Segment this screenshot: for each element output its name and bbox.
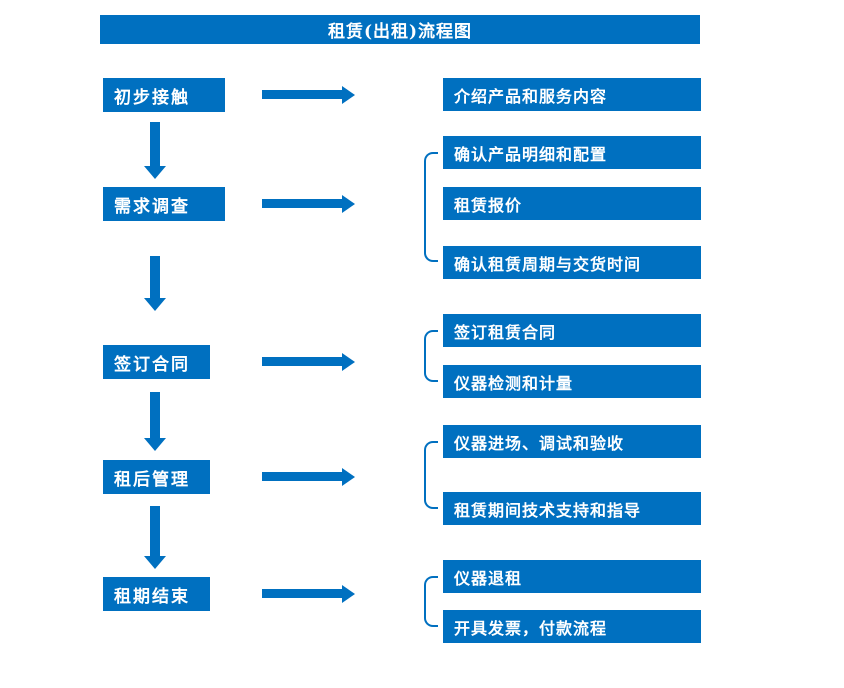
step-box-2: 需求调查 <box>103 187 225 221</box>
step-label: 租期结束 <box>114 586 190 607</box>
output-box-3-1: 签订租赁合同 <box>443 314 701 347</box>
group-bracket-5 <box>424 576 438 627</box>
output-box-1-1: 介绍产品和服务内容 <box>443 78 701 111</box>
step-box-3: 签订合同 <box>103 345 210 379</box>
output-label: 仪器退租 <box>454 568 523 588</box>
right-arrow-connector-5 <box>262 589 342 598</box>
down-arrow-connector-1 <box>150 122 160 166</box>
output-label: 开具发票，付款流程 <box>454 618 608 638</box>
right-arrow-connector-2 <box>262 199 342 208</box>
down-arrow-connector-4 <box>150 506 160 556</box>
step-label: 需求调查 <box>114 196 190 217</box>
output-label: 确认产品明细和配置 <box>454 144 608 164</box>
output-box-4-2: 租赁期间技术支持和指导 <box>443 492 701 525</box>
step-label: 初步接触 <box>114 87 190 108</box>
title-bar: 租赁(出租)流程图 <box>100 15 700 44</box>
step-box-4: 租后管理 <box>103 460 210 494</box>
output-label: 介绍产品和服务内容 <box>454 86 608 106</box>
step-box-5: 租期结束 <box>103 577 210 611</box>
output-label: 确认租赁周期与交货时间 <box>454 254 642 274</box>
page-title: 租赁(出租)流程图 <box>327 22 473 42</box>
step-box-1: 初步接触 <box>103 78 225 112</box>
output-box-2-1: 确认产品明细和配置 <box>443 136 701 169</box>
output-box-3-2: 仪器检测和计量 <box>443 365 701 398</box>
output-label: 租赁期间技术支持和指导 <box>454 500 642 520</box>
right-arrow-connector-3 <box>262 357 342 366</box>
right-arrow-connector-1 <box>262 90 342 99</box>
output-box-5-2: 开具发票，付款流程 <box>443 610 701 643</box>
group-bracket-3 <box>424 330 438 382</box>
output-box-2-3: 确认租赁周期与交货时间 <box>443 246 701 279</box>
output-label: 仪器检测和计量 <box>454 373 574 393</box>
output-label: 签订租赁合同 <box>454 322 557 342</box>
output-box-4-1: 仪器进场、调试和验收 <box>443 425 701 458</box>
output-box-5-1: 仪器退租 <box>443 560 701 593</box>
output-label: 租赁报价 <box>454 195 523 215</box>
down-arrow-connector-3 <box>150 392 160 438</box>
output-box-2-2: 租赁报价 <box>443 187 701 220</box>
down-arrow-connector-2 <box>150 256 160 298</box>
group-bracket-4 <box>424 441 438 509</box>
step-label: 签订合同 <box>114 354 190 375</box>
step-label: 租后管理 <box>114 469 190 490</box>
output-label: 仪器进场、调试和验收 <box>454 433 625 453</box>
group-bracket-2 <box>424 152 438 262</box>
right-arrow-connector-4 <box>262 472 342 481</box>
